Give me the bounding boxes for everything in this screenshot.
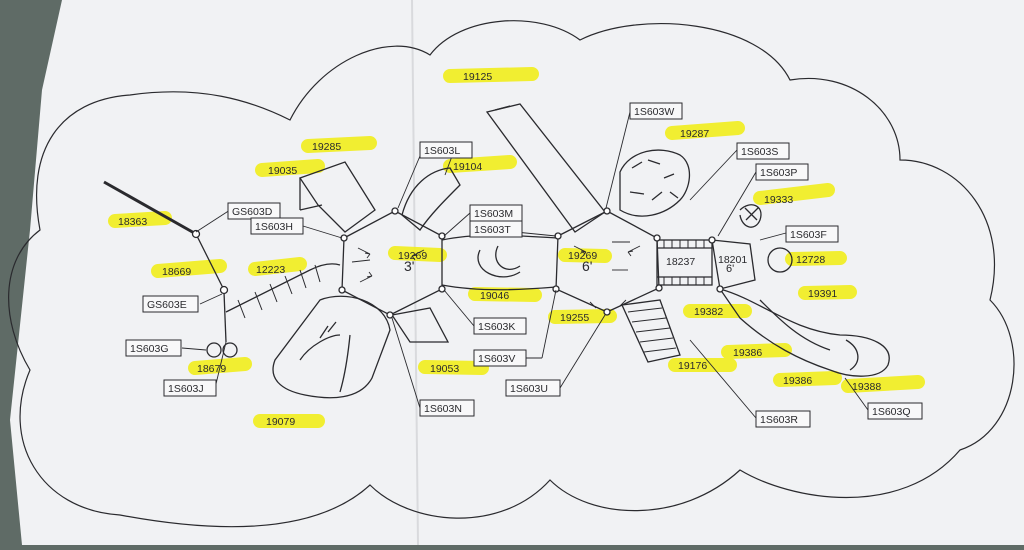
part-19269-right: 19269 [568, 250, 597, 262]
part-19079: 19079 [266, 416, 295, 428]
label-gs603e: GS603E [147, 299, 187, 311]
leader-lines [181, 111, 869, 419]
part-19333: 19333 [764, 194, 793, 206]
rock-climber [619, 149, 691, 217]
part-19386-upper: 19386 [733, 347, 762, 359]
label-1s603g: 1S603G [130, 343, 169, 355]
fire-pole [103, 180, 197, 236]
part-19176: 19176 [678, 360, 707, 372]
part-12223: 12223 [256, 264, 285, 276]
part-19046: 19046 [480, 290, 509, 302]
part-19388: 19388 [852, 381, 881, 393]
part-19053: 19053 [430, 363, 459, 375]
part-18201: 18201 [718, 254, 747, 266]
label-1s603p: 1S603P [760, 167, 797, 179]
roof-panel [298, 161, 376, 233]
label-1s603u: 1S603U [510, 383, 548, 395]
ladder [621, 299, 681, 363]
part-18679: 18679 [197, 363, 226, 375]
part-19391: 19391 [808, 288, 837, 300]
part-12728: 12728 [796, 254, 825, 266]
label-1s603l: 1S603L [424, 145, 460, 157]
deck-height-6ft-right: 6' [726, 263, 734, 275]
part-19035: 19035 [268, 165, 297, 177]
arch-climber [225, 263, 341, 313]
play-area-boundary [8, 20, 1015, 528]
deck-arrows [357, 245, 641, 309]
label-1s603v: 1S603V [478, 353, 515, 365]
deck-6ft-right [711, 239, 756, 290]
callout-boxes [125, 102, 923, 428]
part-number-labels: 19125 19287 19285 19035 19104 19333 1836… [118, 71, 881, 428]
paper-fold [411, 0, 419, 546]
part-19125: 19125 [463, 71, 492, 83]
label-1s603k: 1S603K [478, 321, 515, 333]
part-19255: 19255 [560, 312, 589, 324]
climbing-net [401, 167, 461, 231]
part-19104: 19104 [453, 161, 482, 173]
label-1s603q: 1S603Q [872, 406, 911, 418]
part-18363: 18363 [118, 216, 147, 228]
label-1s603h: 1S603H [255, 221, 293, 233]
deck-height-labels: 3' 6' 6' [404, 258, 734, 275]
label-1s603m: 1S603M [474, 208, 513, 220]
callout-labels: 1S603W 1S603L 1S603S 1S603P GS603D 1S603… [130, 106, 911, 426]
label-1s603t: 1S603T [474, 224, 511, 236]
deck-height-3ft: 3' [404, 258, 414, 274]
label-1s603s: 1S603S [741, 146, 778, 158]
part-18237: 18237 [666, 256, 695, 268]
deck-height-6ft-center: 6' [582, 258, 592, 274]
binoculars [206, 342, 222, 358]
bridge [656, 239, 713, 286]
paper-sheet [10, 0, 1024, 545]
label-1s603n: 1S603N [424, 403, 462, 415]
highlight-marks [108, 67, 925, 428]
part-18669: 18669 [162, 266, 191, 278]
wave-slide [272, 295, 391, 399]
part-19386-lower: 19386 [783, 375, 812, 387]
part-19382: 19382 [694, 306, 723, 318]
label-1s603j: 1S603J [168, 383, 204, 395]
stairs [390, 307, 450, 343]
label-1s603w: 1S603W [634, 106, 674, 118]
tube-slide [718, 287, 890, 377]
part-19285: 19285 [312, 141, 341, 153]
label-gs603d: GS603D [232, 206, 273, 218]
steering-wheel [767, 247, 793, 273]
structure-linework [103, 103, 890, 399]
label-1s603f: 1S603F [790, 229, 827, 241]
part-19287: 19287 [680, 128, 709, 140]
label-1s603r: 1S603R [760, 414, 798, 426]
